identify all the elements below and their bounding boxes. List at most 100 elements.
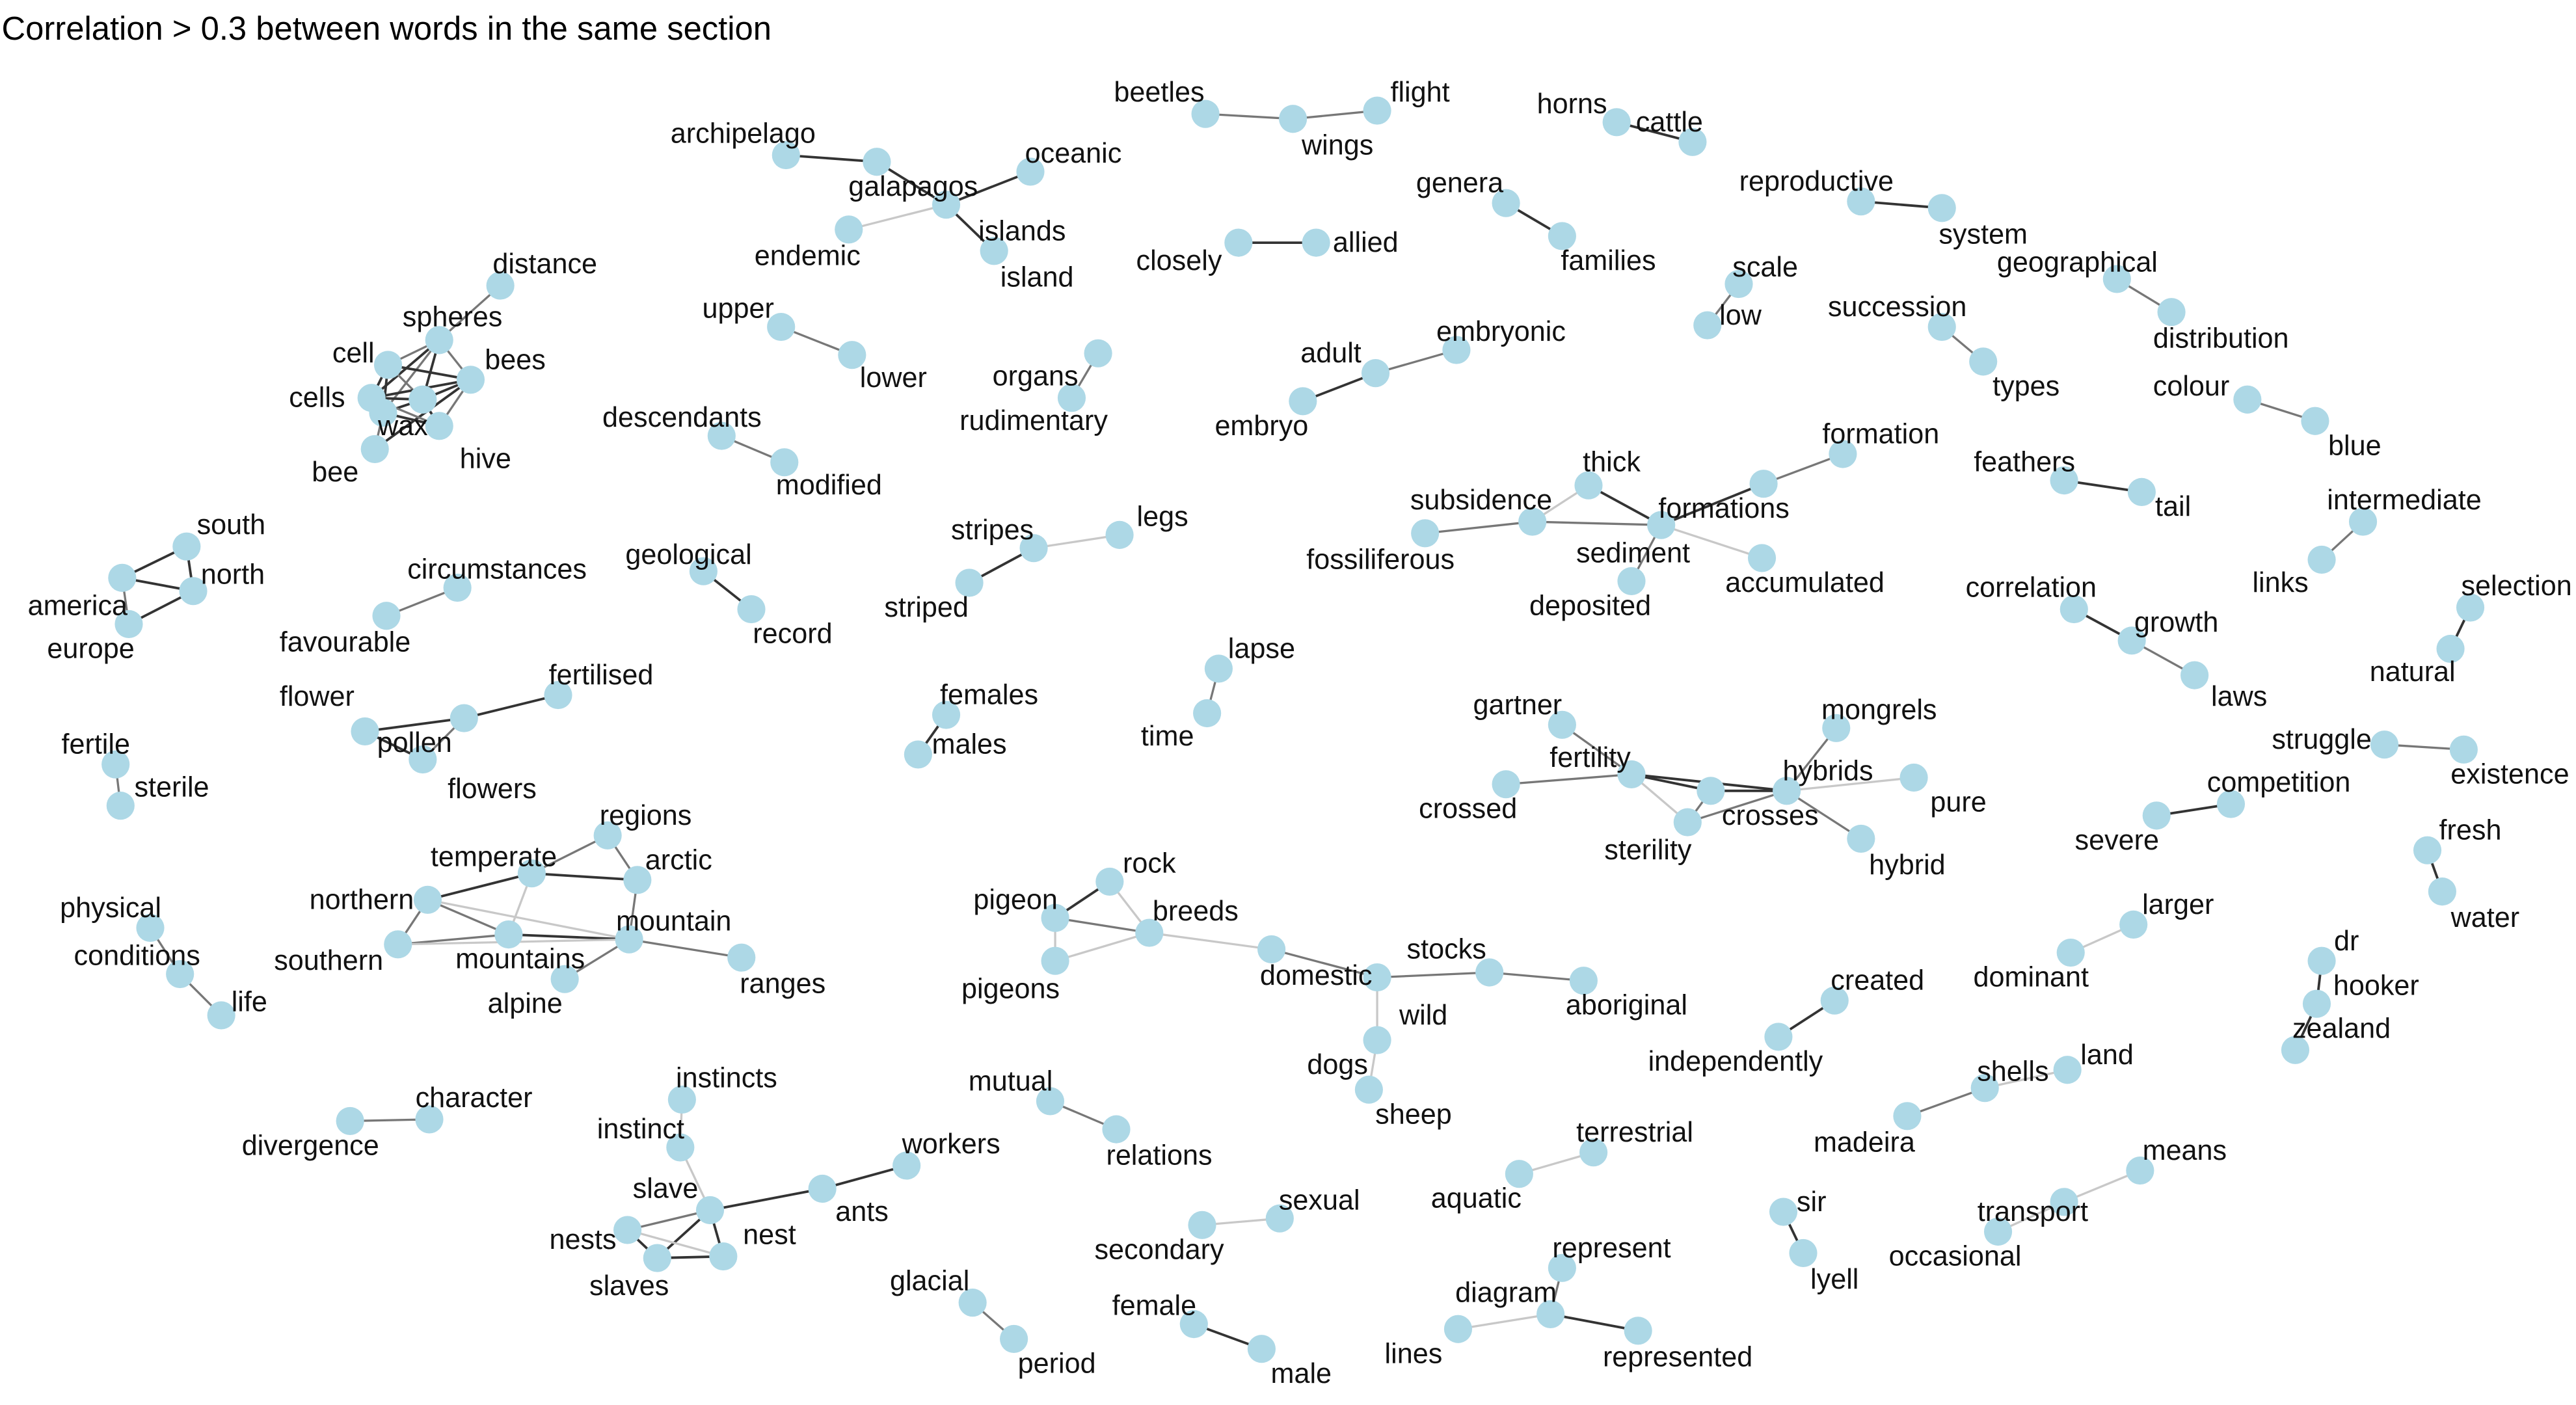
node-southern bbox=[384, 930, 412, 959]
node-label-islands: islands bbox=[978, 215, 1066, 247]
edge-breeds-domestic bbox=[1149, 931, 1272, 951]
node-label-pigeons: pigeons bbox=[961, 973, 1060, 1004]
node-label-horns: horns bbox=[1537, 88, 1607, 120]
node-intermediate bbox=[2348, 507, 2378, 536]
node-stocks bbox=[1475, 958, 1504, 987]
node-flight bbox=[1363, 96, 1391, 125]
node-colour bbox=[2233, 385, 2262, 414]
node-system bbox=[1927, 194, 1956, 222]
node-means bbox=[2126, 1157, 2154, 1185]
node-label-water: water bbox=[2450, 902, 2520, 933]
node-sheep bbox=[1354, 1075, 1383, 1104]
node-types bbox=[1969, 347, 1998, 376]
node-time bbox=[1193, 699, 1222, 728]
node-regions bbox=[593, 821, 622, 850]
node-geological bbox=[689, 557, 718, 585]
node-label-cattle: cattle bbox=[1636, 107, 1703, 138]
node-label-aquatic: aquatic bbox=[1431, 1183, 1522, 1214]
node-accumulated bbox=[1747, 544, 1777, 572]
node-sexual bbox=[1265, 1204, 1294, 1233]
node-wings bbox=[1279, 105, 1308, 133]
node-label-slave: slave bbox=[633, 1173, 699, 1204]
node-formations bbox=[1749, 470, 1778, 498]
node-label-competition: competition bbox=[2207, 767, 2351, 798]
node-geographical bbox=[2102, 265, 2131, 293]
node-label-reproductive: reproductive bbox=[1739, 166, 1894, 197]
node-existence bbox=[2449, 735, 2478, 764]
node-flowers bbox=[409, 745, 437, 774]
graph-title: Correlation > 0.3 between words in the s… bbox=[2, 10, 771, 47]
node-thick bbox=[1574, 471, 1603, 500]
node-pigeons bbox=[1041, 946, 1069, 975]
node-distribution bbox=[2157, 298, 2186, 327]
node-formation bbox=[1829, 440, 1857, 468]
node-represented bbox=[1624, 1317, 1652, 1345]
node-circumstances bbox=[443, 574, 472, 602]
node-label-distance: distance bbox=[492, 248, 597, 280]
node-genera bbox=[1492, 189, 1520, 217]
edge-mountain-ranges bbox=[628, 938, 742, 959]
edge-mountains-mountain bbox=[508, 933, 630, 941]
node-label-hooker: hooker bbox=[2333, 970, 2419, 1001]
edge-domestic-wild bbox=[1271, 948, 1378, 979]
node-lapse bbox=[1204, 654, 1233, 683]
node-nests bbox=[613, 1216, 642, 1244]
node-favourable bbox=[372, 602, 401, 630]
node-label-striped: striped bbox=[884, 592, 969, 623]
node-label-fertilised: fertilised bbox=[549, 660, 654, 691]
node-label-laws: laws bbox=[2211, 681, 2267, 712]
node-hive bbox=[425, 412, 453, 440]
edge-sediment-accumulated bbox=[1661, 524, 1763, 559]
node-period bbox=[1000, 1324, 1028, 1354]
node-label-organs: organs bbox=[993, 361, 1079, 392]
node-label-archipelago: archipelago bbox=[671, 118, 816, 150]
node-occasional bbox=[1983, 1217, 2013, 1246]
node-label-sterility: sterility bbox=[1604, 835, 1692, 866]
node-legs bbox=[1105, 520, 1134, 549]
node-deposited bbox=[1617, 567, 1646, 596]
edge-formation-formations bbox=[1763, 453, 1844, 485]
node-label-ants: ants bbox=[835, 1196, 889, 1227]
node-galapagos bbox=[863, 148, 891, 176]
node-oceanic bbox=[1016, 157, 1045, 186]
node-males bbox=[904, 740, 932, 769]
node-combA bbox=[409, 385, 437, 414]
node-mountains bbox=[494, 920, 523, 949]
node-label-fertility: fertility bbox=[1550, 742, 1631, 773]
node-dr bbox=[2307, 946, 2336, 975]
node-label-blue: blue bbox=[2328, 430, 2381, 461]
node-label-pure: pure bbox=[1930, 787, 1986, 818]
node-label-workers: workers bbox=[902, 1129, 1000, 1160]
node-label-stocks: stocks bbox=[1407, 933, 1486, 965]
node-divergence bbox=[336, 1106, 364, 1136]
node-label-sir: sir bbox=[1797, 1186, 1827, 1218]
node-label-period: period bbox=[1018, 1348, 1096, 1380]
node-crosses bbox=[1697, 777, 1725, 805]
node-madeira bbox=[1893, 1102, 1922, 1131]
node-bees bbox=[456, 366, 485, 394]
node-descendants bbox=[707, 421, 736, 450]
node-cell bbox=[373, 351, 403, 379]
node-label-madeira: madeira bbox=[1814, 1127, 1915, 1158]
node-upper bbox=[767, 312, 796, 341]
node-label-instinct: instinct bbox=[597, 1114, 684, 1145]
edge-slave-ants bbox=[710, 1187, 823, 1212]
node-label-represented: represented bbox=[1603, 1341, 1752, 1372]
node-label-distribution: distribution bbox=[2153, 323, 2289, 354]
node-arctic bbox=[623, 866, 652, 894]
node-lyell bbox=[1789, 1238, 1818, 1268]
node-label-divergence: divergence bbox=[242, 1131, 379, 1162]
node-label-oceanic: oceanic bbox=[1025, 138, 1122, 169]
node-secondary bbox=[1188, 1211, 1216, 1239]
node-label-america: america bbox=[28, 591, 127, 622]
node-label-endemic: endemic bbox=[755, 240, 861, 271]
node-label-lyell: lyell bbox=[1810, 1264, 1858, 1295]
node-selection bbox=[2456, 593, 2485, 622]
node-sir bbox=[1769, 1198, 1798, 1226]
node-label-descendants: descendants bbox=[602, 402, 762, 433]
node-label-larger: larger bbox=[2142, 889, 2214, 920]
node-label-regions: regions bbox=[600, 800, 692, 831]
node-zealand bbox=[2281, 1036, 2310, 1064]
node-label-adult: adult bbox=[1300, 338, 1362, 369]
